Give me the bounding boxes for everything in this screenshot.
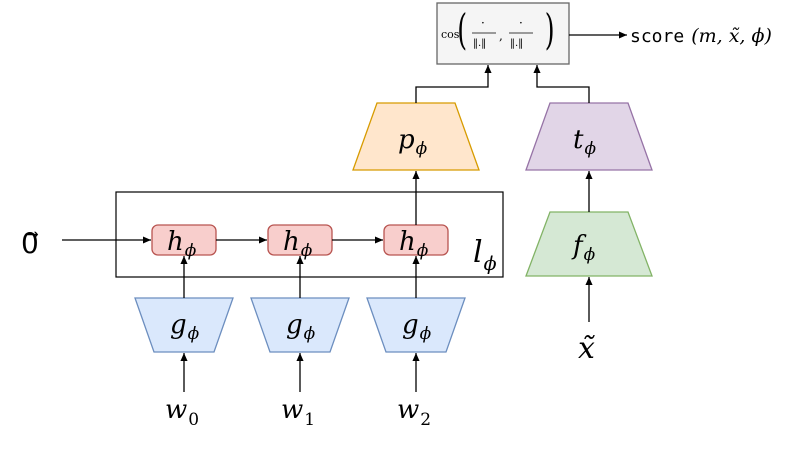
cosine-box (436, 2, 570, 65)
input-w0-label: w0 (165, 395, 199, 430)
x-tilde-label: x̃ (578, 331, 596, 366)
p-encoder (352, 102, 480, 171)
t-to-cosine-edge (533, 65, 590, 103)
rnn-group-box (115, 191, 504, 278)
svg-text:): ) (545, 6, 555, 55)
p-encoder-label: pϕ (398, 125, 428, 159)
h-cell-0-label: hϕ (167, 227, 197, 261)
cosine-formula: cos ( · ‖.‖ , · ‖.‖ ) (441, 6, 555, 55)
g-encoder-0 (134, 297, 234, 353)
svg-text:‖.‖: ‖.‖ (473, 38, 486, 49)
t-encoder (525, 102, 653, 171)
g-encoder-0-label: gϕ (170, 310, 200, 344)
g-encoder-2-label: gϕ (402, 310, 432, 344)
p-to-cosine-edge (415, 65, 492, 103)
rnn-group-label: lϕ (473, 235, 497, 275)
g-encoder-1-label: gϕ (286, 310, 316, 344)
g-encoder-2 (366, 297, 466, 353)
g-encoder-1 (250, 297, 350, 353)
svg-text:(: ( (457, 6, 467, 55)
input-w2-label: w2 (397, 395, 431, 430)
svg-text:·: · (481, 16, 485, 30)
t-encoder-label: tϕ (573, 125, 596, 159)
initial-state-label: 0⃗ (21, 227, 39, 260)
svg-text:,: , (499, 29, 503, 43)
score-label: score(m, x̃, ϕ) (630, 25, 772, 47)
svg-text:·: · (519, 16, 523, 30)
svg-text:‖.‖: ‖.‖ (510, 38, 523, 49)
input-w1-label: w1 (281, 395, 315, 430)
f-encoder (525, 211, 653, 277)
h-cell-1-label: hϕ (283, 227, 313, 261)
svg-text:cos: cos (441, 28, 460, 41)
h-cell-2-label: hϕ (399, 227, 429, 261)
